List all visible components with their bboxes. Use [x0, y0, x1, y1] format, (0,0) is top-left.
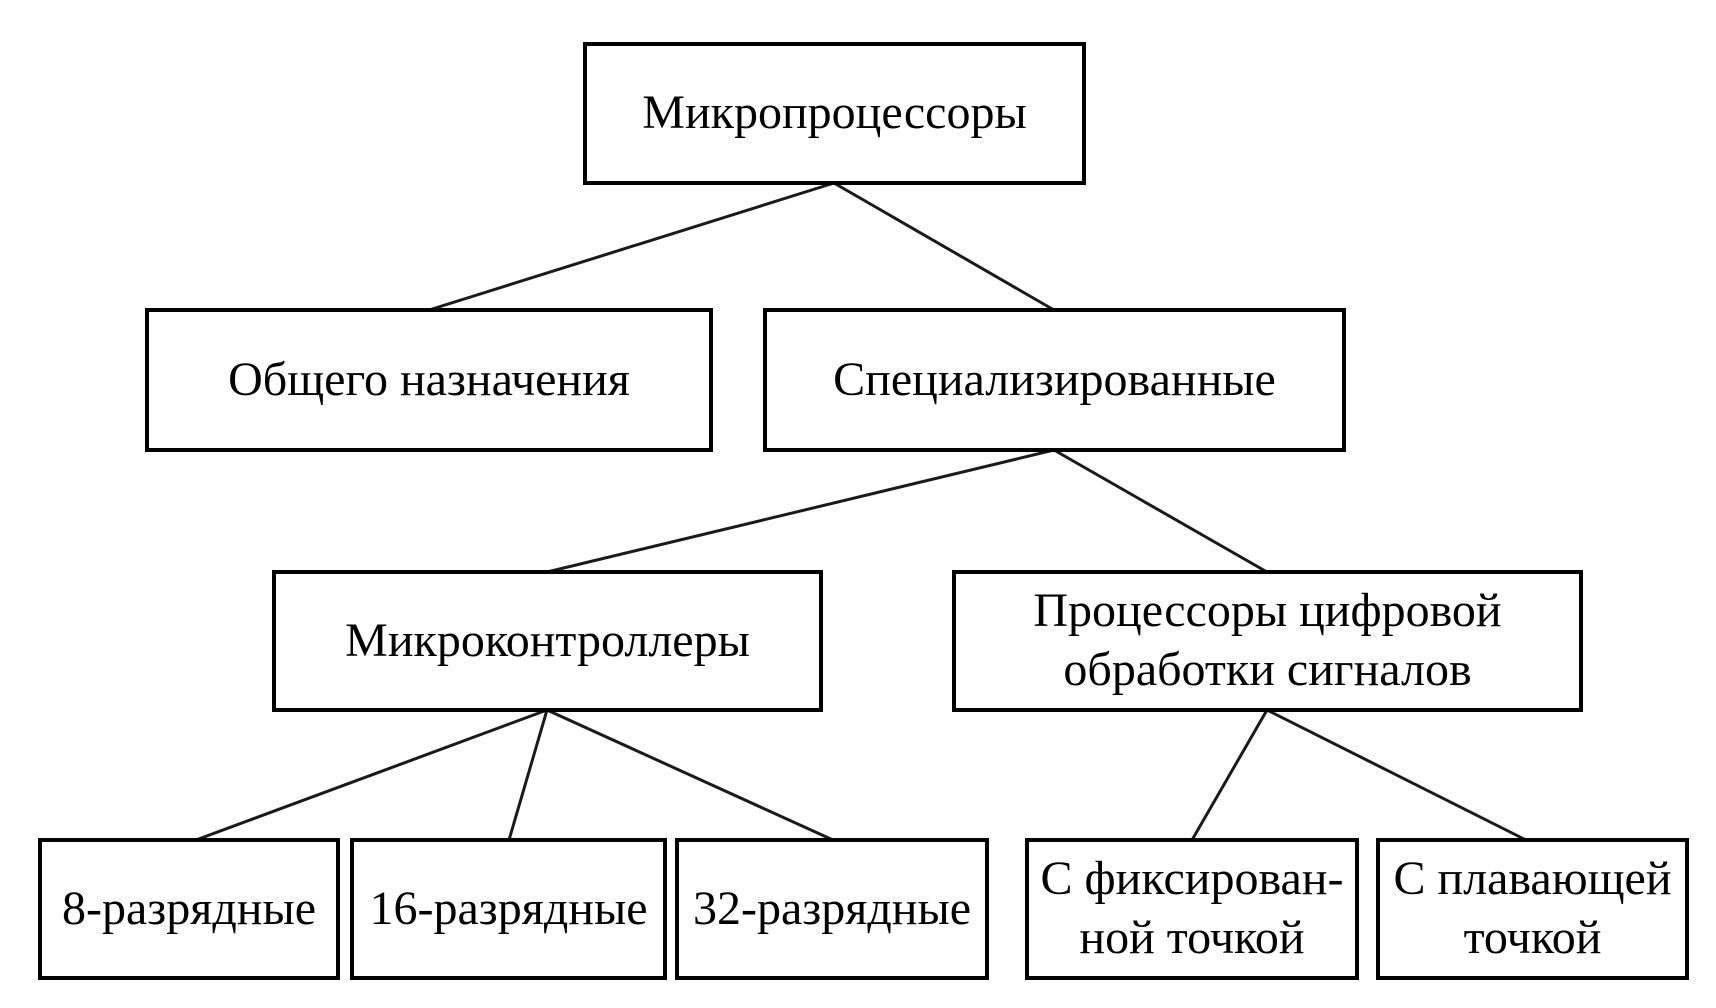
node-microcontrollers: Микроконтроллеры [272, 570, 823, 712]
edge-special-micro [546, 448, 1055, 574]
edge-root-general [428, 181, 835, 312]
edge-micro-bit32 [546, 708, 834, 842]
node-8-bit: 8-разрядные [38, 838, 340, 980]
edge-micro-bit16 [507, 709, 549, 841]
edge-dsp-fixed [1190, 709, 1269, 841]
node-floating-point: С плавающей точкой [1376, 838, 1689, 980]
node-digital-signal-processors: Процессоры цифровой обработки сигналов [952, 570, 1583, 712]
node-label: Микроконтроллеры [345, 613, 750, 667]
node-label: 16-разрядные [369, 881, 648, 935]
node-16-bit: 16-разрядные [350, 838, 667, 980]
node-label: 32-разрядные [693, 881, 971, 935]
node-microprocessors: Микропроцессоры [583, 42, 1086, 185]
node-fixed-point: С фиксирован- ной точкой [1025, 838, 1359, 980]
edge-root-special [833, 181, 1055, 312]
node-label: Процессоры цифровой обработки сигналов [1033, 584, 1502, 696]
edge-dsp-floating [1266, 708, 1527, 842]
edge-micro-bit8 [195, 708, 548, 842]
node-label: Микропроцессоры [642, 86, 1027, 140]
edge-special-dsp [1053, 448, 1268, 574]
node-label: Специализированные [833, 352, 1276, 406]
node-label: 8-разрядные [62, 881, 316, 935]
node-general-purpose: Общего назначения [145, 308, 713, 452]
node-label: С фиксирован- ной точкой [1040, 852, 1344, 964]
node-32-bit: 32-разрядные [675, 838, 989, 980]
node-label: С плавающей точкой [1393, 852, 1672, 964]
node-label: Общего назначения [228, 352, 630, 406]
node-specialized: Специализированные [763, 308, 1346, 452]
